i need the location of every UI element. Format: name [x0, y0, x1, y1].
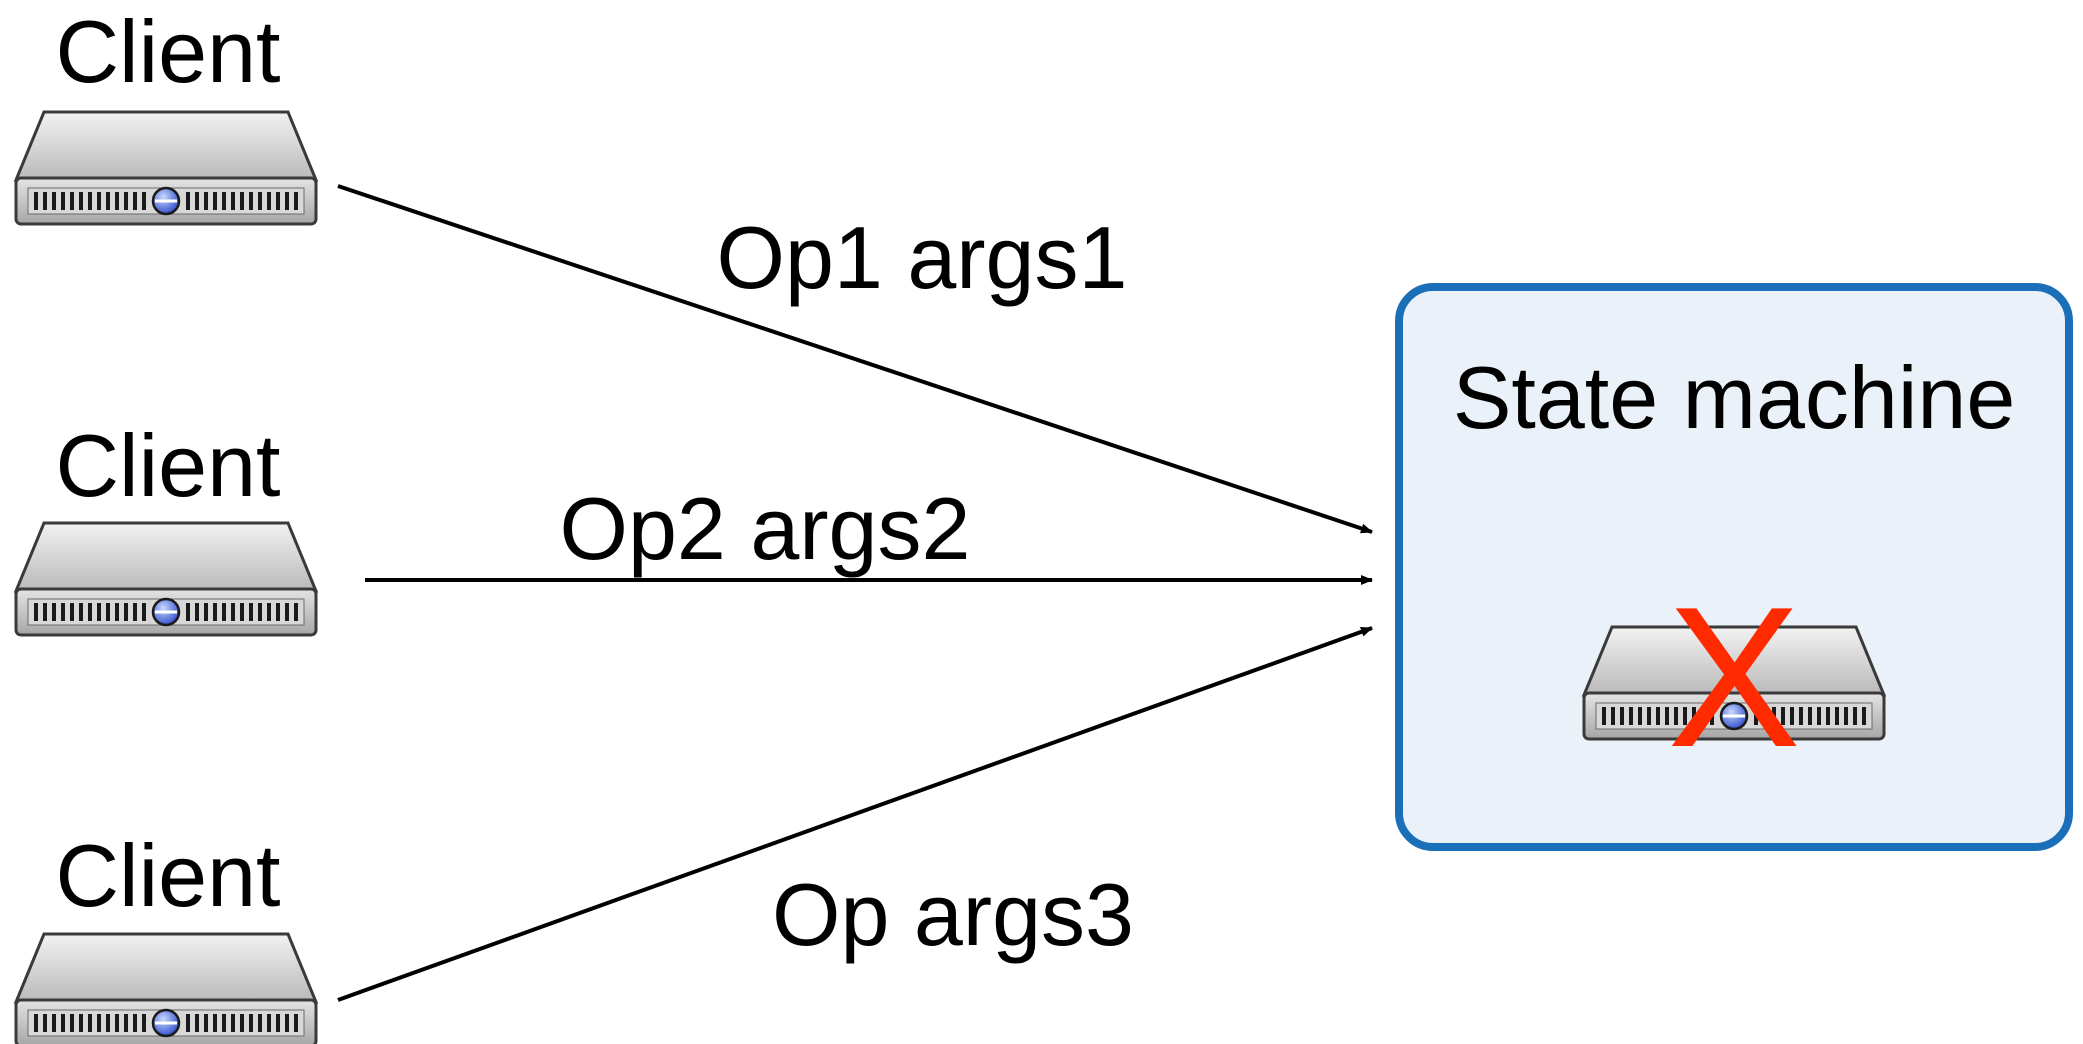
op1-arrow — [337, 184, 1373, 534]
client-1: Client — [14, 2, 318, 226]
state-machine-box — [1395, 283, 2073, 851]
client-3: Client — [14, 826, 318, 1044]
server-icon — [14, 110, 318, 226]
op2-label: Op2 args2 — [560, 479, 971, 578]
client-label: Client — [56, 826, 281, 925]
client-2: Client — [14, 416, 318, 637]
op1-label: Op1 args1 — [717, 208, 1128, 307]
op3-label: Op args3 — [772, 865, 1134, 964]
server-icon — [14, 932, 318, 1044]
state-machine-title: State machine — [1453, 348, 2016, 447]
client-label: Client — [56, 2, 281, 101]
op3-arrow — [337, 626, 1373, 1002]
failure-x-icon: X — [1667, 566, 1800, 789]
client-label: Client — [56, 416, 281, 515]
state-machine: State machine X — [1395, 283, 2073, 851]
server-icon — [14, 521, 318, 637]
